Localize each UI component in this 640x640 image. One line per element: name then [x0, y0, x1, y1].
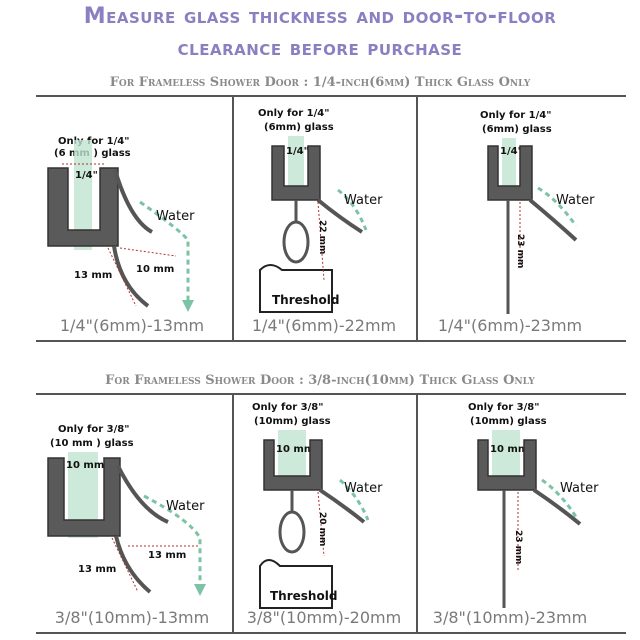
- seal-fin: [316, 198, 364, 234]
- seal-body: [271, 145, 321, 201]
- only-label: Only for 1/4": [58, 136, 129, 147]
- seal-fin-lower: [112, 245, 150, 308]
- caption-s2-p2: 3/8"(10mm)-20mm: [246, 608, 402, 627]
- heading-line-1: Measure glass thickness and door-to-floo…: [83, 4, 557, 29]
- heading-line-2: clearance before purchase: [177, 36, 463, 61]
- water-arrowhead: [194, 584, 206, 596]
- section2-bottom-rule: [36, 632, 626, 634]
- water-arrow: [337, 188, 368, 231]
- glass-label: (6mm) glass: [482, 124, 552, 135]
- glass-label: (6 mm ) glass: [54, 148, 131, 159]
- caption-s2-p1: 3/8"(10mm)-13mm: [54, 608, 210, 627]
- glass-pane: [492, 430, 520, 484]
- caption-s1-p3: 1/4"(6mm)-23mm: [437, 316, 583, 335]
- water-label: Water: [344, 193, 383, 208]
- only-label: Only for 3/8": [468, 402, 539, 413]
- section2-divider-2: [416, 393, 418, 633]
- threshold-label: Threshold: [272, 293, 339, 307]
- water-arrow: [541, 478, 580, 521]
- seal-body: [47, 167, 119, 247]
- thickness-label: 10 mm: [66, 460, 104, 471]
- threshold-shape: [259, 264, 333, 313]
- dim-a-label: 23 mm: [515, 234, 525, 268]
- seal-diagram-s1-p2: Only for 1/4" (6mm) glass 1/4" Threshold…: [258, 108, 383, 313]
- seal-diagram-s1-p3: Only for 1/4" (6mm) glass 1/4" 23 mm Wat…: [480, 110, 595, 314]
- seal-fin-upper: [113, 169, 154, 234]
- only-label: Only for 1/4": [258, 108, 329, 119]
- seal-diagram-s2-p1: Only for 3/8" (10 mm ) glass 10 mm Water…: [47, 424, 206, 596]
- water-arrow: [339, 478, 370, 521]
- seal-body: [477, 439, 537, 491]
- dim-b-label: 10 mm: [136, 264, 174, 275]
- dim-a-line: [317, 201, 325, 281]
- seal-body: [47, 457, 121, 537]
- section1-top-rule: [36, 95, 626, 97]
- dim-a-label: 13 mm: [74, 270, 112, 281]
- seal-bulb: [278, 510, 306, 554]
- only-label: Only for 1/4": [480, 110, 551, 121]
- glass-label: (6mm) glass: [264, 122, 334, 133]
- glass-label: (10 mm ) glass: [50, 438, 134, 449]
- seal-fin: [532, 488, 582, 526]
- dim-a-label: 22 mm: [317, 220, 327, 254]
- section2-divider-1: [232, 393, 234, 633]
- seal-body: [487, 145, 533, 201]
- dim-a-label: 13 mm: [78, 564, 116, 575]
- thickness-label: 10 mm: [490, 444, 528, 455]
- dim-a-label: 23 mm: [513, 530, 523, 564]
- section2-top-rule: [36, 393, 626, 395]
- only-label: Only for 3/8": [252, 402, 323, 413]
- thickness-label: 1/4": [75, 170, 98, 181]
- glass-pane: [74, 140, 92, 250]
- glass-label: (10mm) glass: [470, 416, 547, 427]
- thickness-label: 1/4": [500, 146, 523, 157]
- dim-b-label: 13 mm: [148, 550, 186, 561]
- seal-fin-lower: [114, 535, 152, 594]
- seal-fin-upper: [116, 465, 169, 524]
- caption-s1-p1: 1/4"(6mm)-13mm: [59, 316, 205, 335]
- section1-divider-2: [416, 95, 418, 340]
- threshold-shape: [259, 559, 333, 609]
- glass-label: (10mm) glass: [254, 416, 331, 427]
- dim-a-label: 20 mm: [317, 512, 327, 546]
- water-label: Water: [156, 209, 195, 224]
- dim-b-line: [119, 247, 177, 257]
- glass-pane: [502, 138, 516, 194]
- water-arrow: [537, 186, 578, 227]
- water-label: Water: [344, 481, 383, 496]
- dim-a-line: [111, 537, 139, 593]
- water-arrowhead: [182, 300, 194, 312]
- section1-title: For Frameless Shower Door : 1/4-inch(6mm…: [109, 75, 531, 90]
- water-arrow: [139, 200, 190, 305]
- seal-fin: [318, 488, 366, 524]
- only-label: Only for 3/8": [58, 424, 129, 435]
- water-label: Water: [560, 481, 599, 496]
- glass-pane: [288, 136, 304, 196]
- dim-a-line: [107, 247, 137, 307]
- seal-bulb: [282, 220, 310, 264]
- seal-diagram-s2-p3: Only for 3/8" (10mm) glass 10 mm 23 mm W…: [468, 402, 599, 608]
- water-label: Water: [556, 193, 595, 208]
- water-arrow: [143, 494, 202, 588]
- water-label: Water: [166, 499, 205, 514]
- seal-diagram-s1-p1: Only for 1/4" (6 mm ) glass 1/4" Water 1…: [47, 136, 195, 312]
- thickness-label: 10 mm: [276, 444, 314, 455]
- thickness-label: 1/4": [286, 146, 309, 157]
- seal-diagram-s2-p2: Only for 3/8" (10mm) glass 10 mm Thresho…: [252, 402, 383, 609]
- section2-title: For Frameless Shower Door : 3/8-inch(10m…: [105, 373, 535, 388]
- section1-bottom-rule: [36, 340, 626, 342]
- dim-a-line: [317, 491, 325, 557]
- caption-s2-p3: 3/8"(10mm)-23mm: [432, 608, 588, 627]
- glass-pane: [278, 430, 306, 484]
- section1-divider-1: [232, 95, 234, 340]
- caption-s1-p2: 1/4"(6mm)-22mm: [251, 316, 397, 335]
- threshold-label: Threshold: [270, 589, 337, 603]
- seal-body: [263, 439, 323, 491]
- seal-fin: [528, 198, 578, 242]
